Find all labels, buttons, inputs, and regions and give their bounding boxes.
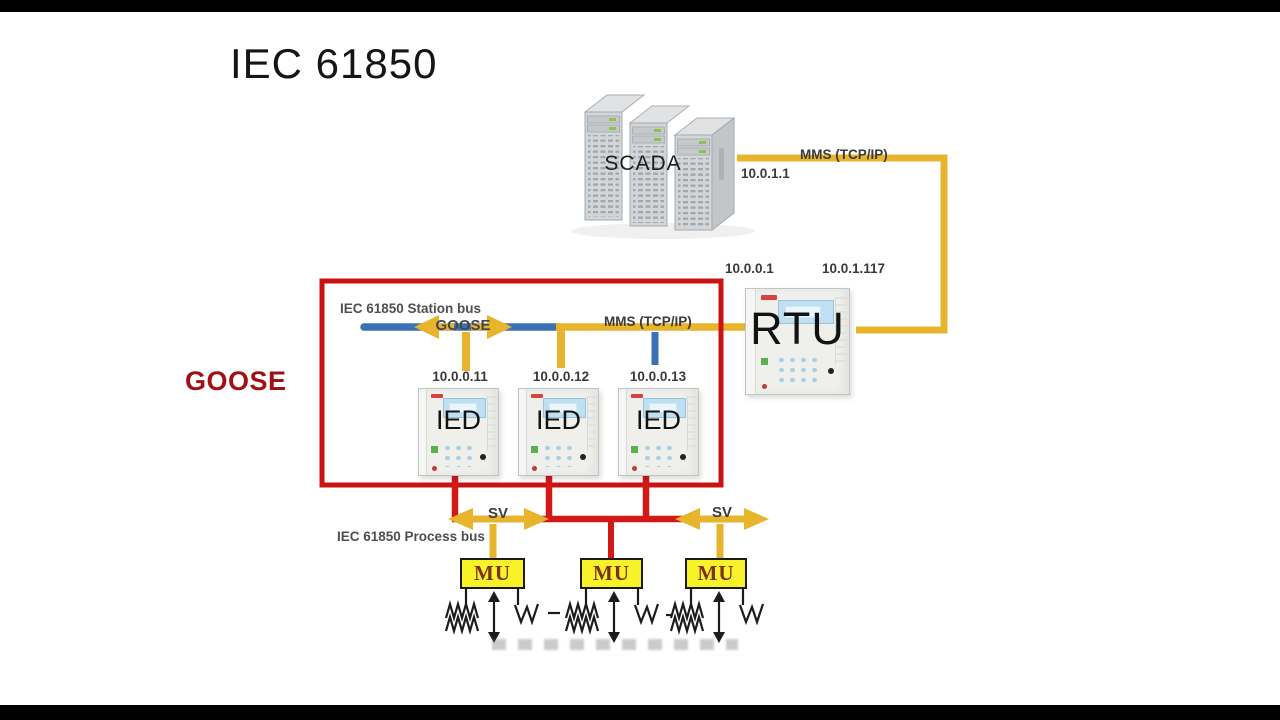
knob-icon (680, 453, 687, 460)
illegible-caption-fragment (492, 639, 738, 650)
knob-icon (480, 453, 487, 460)
mu3-box: MU (685, 558, 747, 589)
scada-servers-icon (571, 94, 755, 239)
device-terminal-column (586, 395, 597, 451)
sv-left-arrowhead-left (448, 508, 473, 530)
goose-right-arrow (487, 315, 512, 339)
ied-label: IED (435, 405, 481, 436)
keypad-icon (441, 443, 477, 468)
mu2-box: MU (580, 558, 643, 589)
red-led-icon (431, 465, 437, 471)
green-key-icon (430, 445, 438, 453)
sv-right-arrowhead-left (675, 508, 700, 530)
sv-right-arrowhead-right (744, 508, 769, 530)
keypad-icon (775, 355, 822, 385)
keypad-icon (541, 443, 577, 468)
rtu-label: RTU (750, 302, 845, 354)
rtu-device: RTU (745, 288, 850, 395)
letterbox-bottom (0, 705, 1280, 720)
mu1-transformer-symbols (444, 586, 540, 645)
device-side-panel (746, 289, 757, 394)
mu1-box: MU (460, 558, 525, 589)
lcd-screen-icon (443, 397, 487, 418)
server-tower-icon (628, 105, 691, 227)
scada-rtu-link-line (737, 154, 948, 334)
ied3-ip-label: 10.0.0.13 (629, 369, 687, 384)
green-key-icon (630, 445, 638, 453)
lcd-screen-icon (543, 397, 587, 418)
device-terminal-column (486, 395, 497, 451)
red-led-icon (531, 465, 537, 471)
device-side-panel (519, 389, 528, 475)
abb-logo-icon (761, 295, 777, 301)
scada-rtu-link-label: MMS (TCP/IP) (800, 147, 888, 162)
page-title: IEC 61850 (230, 40, 438, 87)
lcd-window (785, 306, 821, 318)
keypad-icon (641, 443, 677, 468)
sv-left-label: SV (487, 505, 509, 522)
goose-zone-outline (319, 278, 724, 488)
device-terminal-column (834, 297, 847, 365)
rtu-scada-ip-label: 10.0.1.117 (822, 261, 886, 276)
knob-icon (580, 453, 587, 460)
letterbox-top (0, 0, 1280, 12)
lcd-screen-icon (643, 397, 687, 418)
station-goose-label: GOOSE (435, 317, 491, 334)
abb-logo-icon (430, 394, 443, 399)
server-tower-icon (583, 94, 646, 221)
knob-icon (827, 367, 834, 374)
lcd-screen-icon (777, 299, 834, 324)
rtu-station-ip-label: 10.0.0.1 (725, 261, 774, 276)
ied2-device: IED (518, 388, 599, 476)
green-key-icon (530, 445, 538, 453)
red-led-icon (762, 383, 768, 389)
green-key-icon (761, 358, 769, 366)
process-bus-label: IEC 61850 Process bus (337, 529, 485, 544)
abb-logo-icon (530, 394, 543, 399)
ied-label: IED (635, 405, 681, 436)
sv-right-label: SV (711, 504, 733, 521)
mu3-transformer-symbols (669, 586, 765, 645)
lcd-window (649, 403, 677, 414)
ied1-ip-label: 10.0.0.11 (432, 369, 488, 384)
lcd-window (549, 403, 577, 414)
scada-label: SCADA (604, 152, 682, 175)
device-terminal-column (686, 395, 697, 451)
scada-ip-label: 10.0.1.1 (741, 166, 790, 181)
ied3-device: IED (618, 388, 699, 476)
ied1-device: IED (418, 388, 499, 476)
device-side-panel (419, 389, 428, 475)
lcd-window (449, 403, 477, 414)
mu2-transformer-symbols (564, 586, 660, 645)
sv-left-arrowhead-right (524, 508, 549, 530)
goose-zone-label: GOOSE (185, 366, 287, 396)
abb-logo-icon (630, 394, 643, 399)
goose-left-arrow (414, 315, 439, 339)
station-mms-label: MMS (TCP/IP) (604, 314, 692, 329)
station-bus-label: IEC 61850 Station bus (340, 301, 482, 316)
device-side-panel (619, 389, 628, 475)
ied-label: IED (535, 405, 581, 436)
ied2-ip-label: 10.0.0.12 (532, 369, 590, 384)
red-led-icon (631, 465, 637, 471)
server-tower-icon (673, 116, 736, 232)
